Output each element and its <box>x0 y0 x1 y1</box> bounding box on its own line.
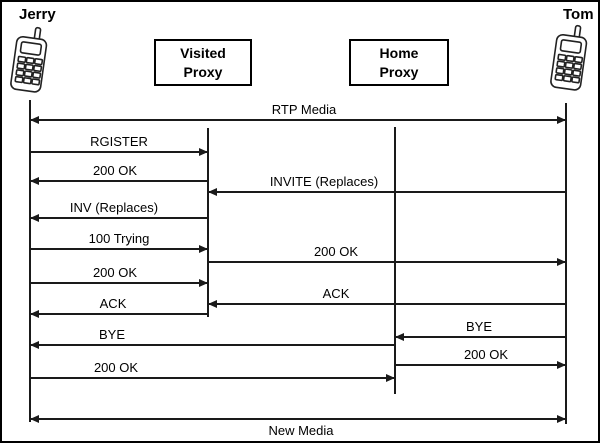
message-arrow-new-media <box>30 415 566 423</box>
arrowhead-left-icon <box>208 188 217 196</box>
lifeline-visited-proxy <box>207 128 209 317</box>
message-arrow-rtp-media <box>30 116 566 124</box>
message-label-ack-visited-jerry: ACK <box>99 296 127 311</box>
arrowhead-right-icon <box>199 279 208 287</box>
message-arrow-bye-tom-home <box>395 333 566 341</box>
message-label-new-media: New Media <box>268 423 334 438</box>
arrowhead-left-icon <box>30 177 39 185</box>
arrowhead-right-icon <box>199 148 208 156</box>
arrowhead-left-icon <box>30 341 39 349</box>
message-label-rtp-media: RTP Media <box>271 102 337 117</box>
arrowhead-left-icon <box>395 333 404 341</box>
message-arrow-register <box>30 148 208 156</box>
message-label-register: RGISTER <box>90 134 148 149</box>
message-label-ack-tom-visited: ACK <box>322 286 350 301</box>
cell-phone-icon <box>10 26 48 93</box>
message-label-ok-jerry-visited: 200 OK <box>92 265 138 280</box>
message-arrow-inv-replaces <box>30 214 208 222</box>
message-arrow-trying-100 <box>30 245 208 253</box>
message-arrow-ack-visited-jerry <box>30 310 208 318</box>
visited-proxy-box: Visited Proxy <box>154 39 252 86</box>
actor-label-tom: Tom <box>563 6 594 23</box>
message-label-ok-home-tom: 200 OK <box>463 347 509 362</box>
lifeline-tom <box>565 103 567 424</box>
message-label-bye-tom-home: BYE <box>465 319 493 334</box>
arrowhead-right-icon <box>557 116 566 124</box>
lifeline-jerry <box>29 100 31 422</box>
arrowhead-right-icon <box>199 245 208 253</box>
message-arrow-ok-home-tom <box>395 361 566 369</box>
message-label-trying-100: 100 Trying <box>88 231 150 246</box>
arrowhead-right-icon <box>557 258 566 266</box>
arrowhead-left-icon <box>30 415 39 423</box>
arrowhead-left-icon <box>30 116 39 124</box>
cell-phone-icon <box>550 24 588 91</box>
message-arrow-bye-home-jerry <box>30 341 395 349</box>
home-proxy-box: Home Proxy <box>349 39 449 86</box>
message-arrow-ack-tom-visited <box>208 300 566 308</box>
message-arrow-ok-visited-tom <box>208 258 566 266</box>
arrowhead-left-icon <box>30 214 39 222</box>
arrowhead-left-icon <box>30 310 39 318</box>
message-arrow-ok-jerry-visited <box>30 279 208 287</box>
arrowhead-left-icon <box>208 300 217 308</box>
message-label-inv-replaces: INV (Replaces) <box>69 200 159 215</box>
arrowhead-right-icon <box>386 374 395 382</box>
arrowhead-right-icon <box>557 415 566 423</box>
message-label-ok-jerry-home: 200 OK <box>93 360 139 375</box>
message-label-bye-home-jerry: BYE <box>98 327 126 342</box>
message-arrow-ok-jerry-home <box>30 374 395 382</box>
message-label-invite-replaces: INVITE (Replaces) <box>269 174 379 189</box>
lifeline-home-proxy <box>394 127 396 394</box>
message-arrow-ok-visited-jerry <box>30 177 208 185</box>
message-arrow-invite-replaces <box>208 188 566 196</box>
actor-label-jerry: Jerry <box>19 6 56 23</box>
message-label-ok-visited-jerry: 200 OK <box>92 163 138 178</box>
arrowhead-right-icon <box>557 361 566 369</box>
message-label-ok-visited-tom: 200 OK <box>313 244 359 259</box>
